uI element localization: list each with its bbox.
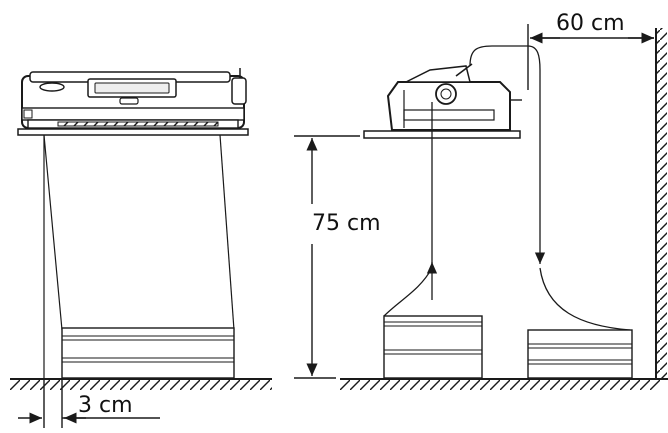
front-view-scene: 3 cm: [10, 68, 272, 428]
clearance-label: 60 cm: [556, 11, 625, 36]
table-top: [363, 130, 521, 139]
stand-top: [17, 128, 249, 136]
paper-path-rear: [469, 45, 631, 331]
paper-stack-front: [383, 315, 483, 379]
height-label: 75 cm: [312, 211, 381, 236]
printer-front-icon: [21, 68, 247, 129]
side-view-scene: 60 cm 75 cm: [294, 11, 668, 390]
paper-sheet: [43, 134, 235, 380]
printer-side-icon: [386, 63, 522, 131]
clearance-dimension: [527, 24, 654, 90]
paper-stack-rear: [527, 329, 633, 379]
right-floor: [340, 378, 668, 390]
left-floor: [10, 378, 272, 390]
offset-dimension: [18, 380, 160, 428]
paper-stack-left: [61, 327, 235, 379]
wall: [655, 28, 667, 380]
paper-path-front: [383, 102, 438, 317]
offset-label: 3 cm: [78, 393, 133, 418]
height-dimension: [294, 135, 360, 379]
